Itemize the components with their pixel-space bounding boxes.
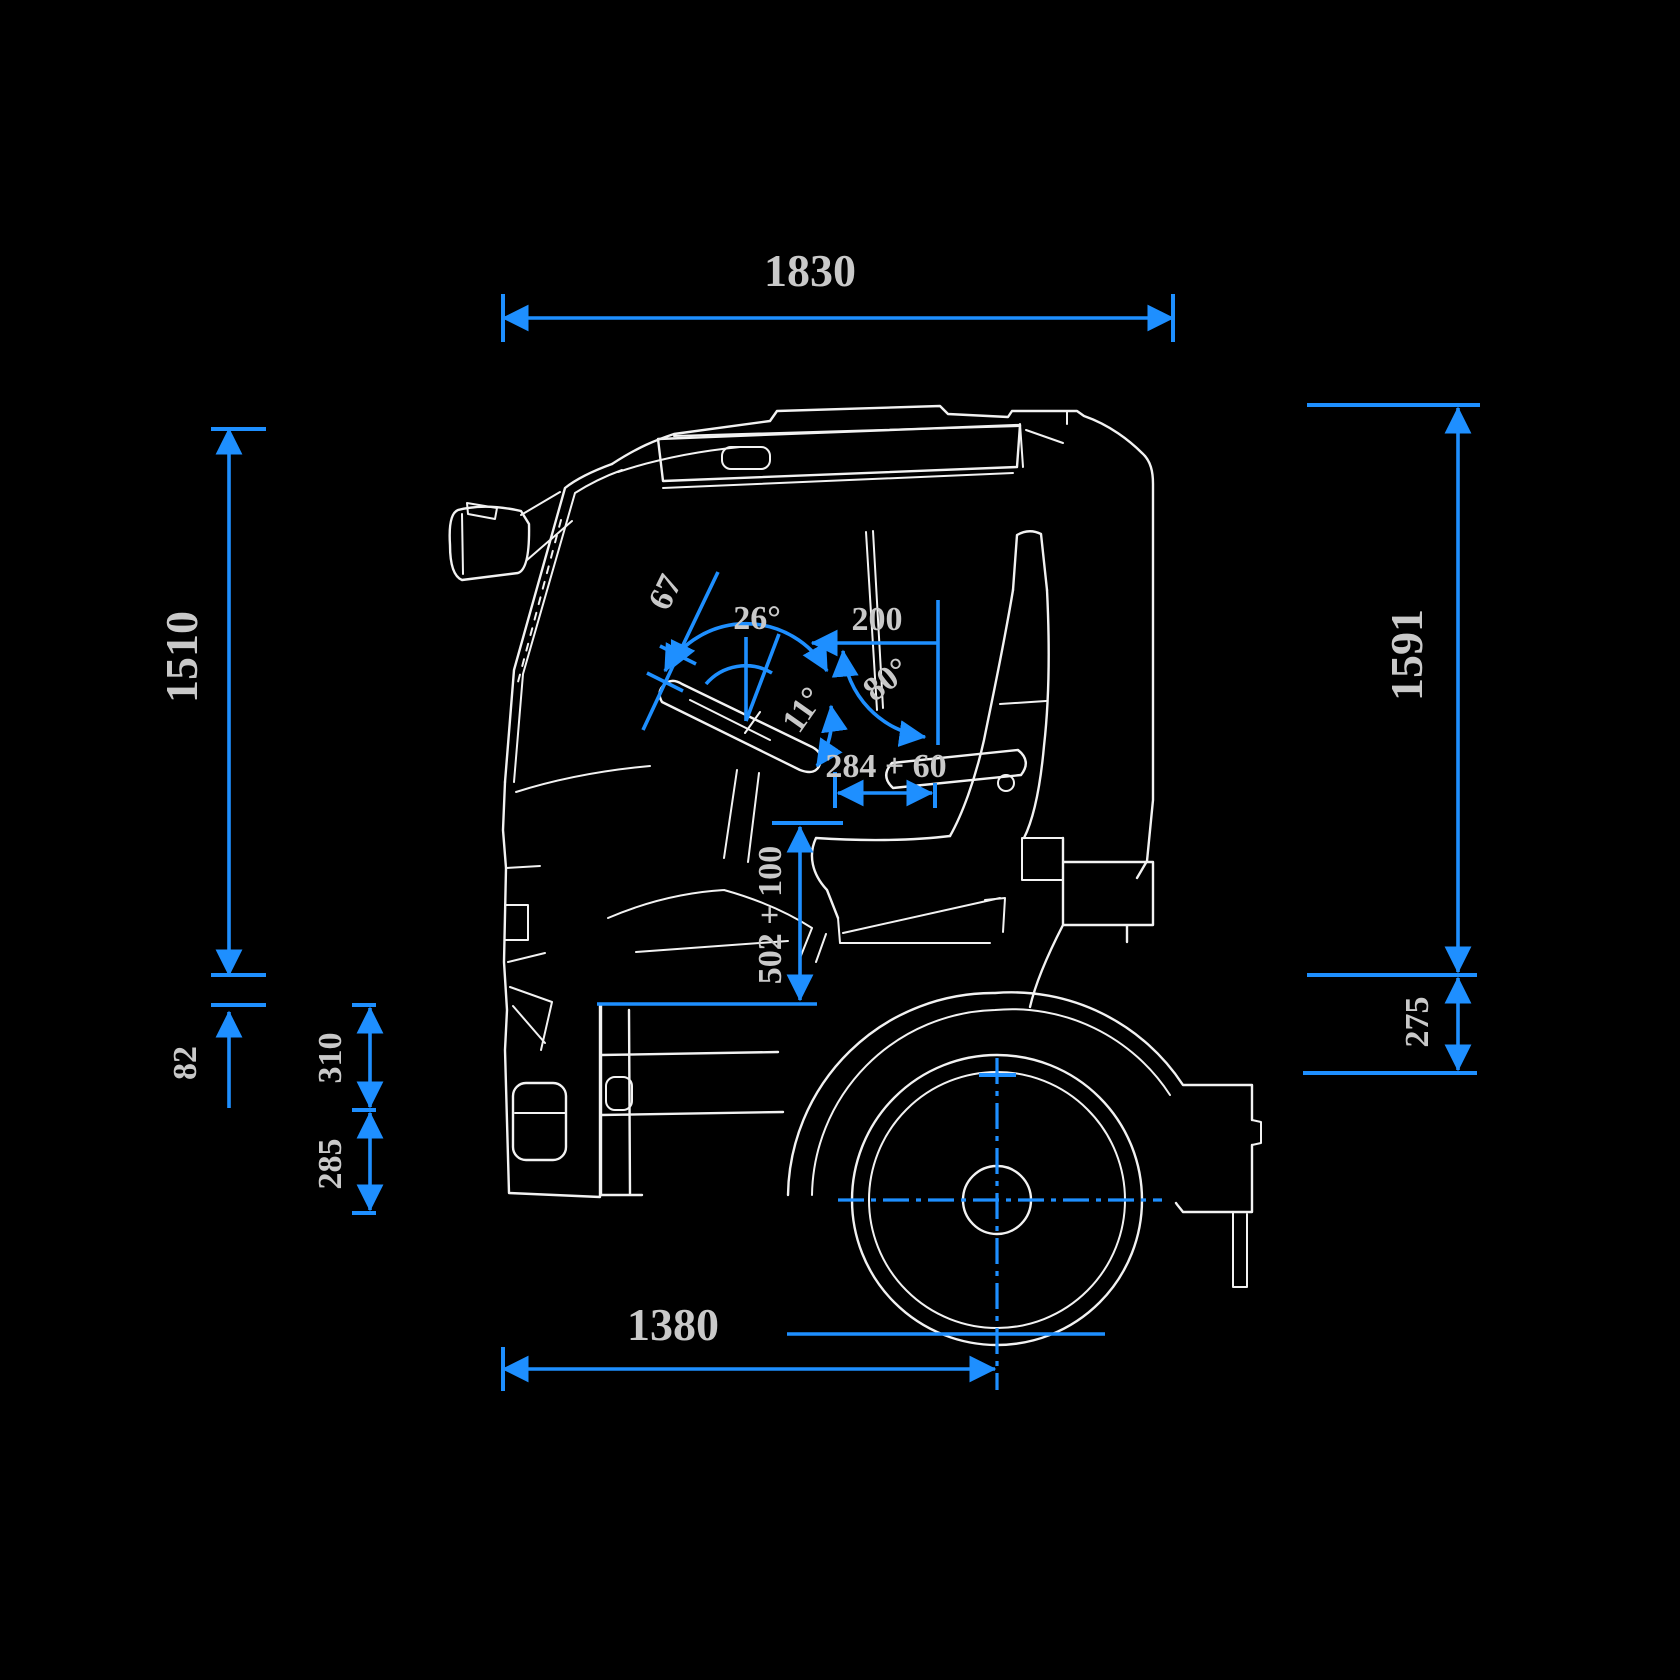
dim-label-right-height: 1591: [1381, 609, 1432, 701]
wheel-centerlines: [597, 1002, 1162, 1390]
dim-lower-step: 285: [312, 1111, 384, 1212]
dim-label-lower-step: 285: [312, 1139, 349, 1190]
dim-right-height: 1591: [1303, 403, 1480, 1075]
dim-label-steering-adjust: 67: [641, 569, 689, 616]
dimension-annotations: 1830 1510 82 310 285 1591: [156, 245, 1480, 1391]
dim-label-top-length: 1830: [764, 245, 856, 296]
dim-upper-step: 310: [312, 1003, 384, 1215]
cab-outline: [448, 404, 1262, 1347]
dim-label-backrest-angle: 80°: [856, 650, 916, 708]
dim-seat-travel: 284 + 60: [825, 748, 947, 808]
dim-label-seat-height: 502 + 100: [752, 846, 789, 984]
dim-label-upper-step: 310: [312, 1033, 349, 1084]
dim-seat-height: 502 + 100: [752, 821, 843, 1002]
dim-frame-height: 275: [1399, 976, 1472, 1072]
dim-label-seat-travel: 284 + 60: [825, 748, 946, 785]
dim-label-200: 200: [852, 601, 903, 638]
dim-label-steering-tilt: 11°: [775, 681, 832, 740]
dim-label-steering-angle: 26°: [733, 600, 781, 637]
dim-floor-offset: 82: [167, 1010, 243, 1108]
dim-label-front-to-axle: 1380: [627, 1299, 719, 1350]
dim-label-floor-offset: 82: [167, 1046, 204, 1080]
dim-steering-angles: 26° 11°: [663, 600, 848, 768]
dim-left-cab-height: 1510: [156, 427, 266, 1007]
dim-label-left-height: 1510: [156, 611, 207, 703]
dim-front-to-axle: 1380: [501, 1299, 997, 1391]
dim-top-length: 1830: [501, 245, 1175, 342]
dim-label-frame-height: 275: [1399, 997, 1436, 1048]
